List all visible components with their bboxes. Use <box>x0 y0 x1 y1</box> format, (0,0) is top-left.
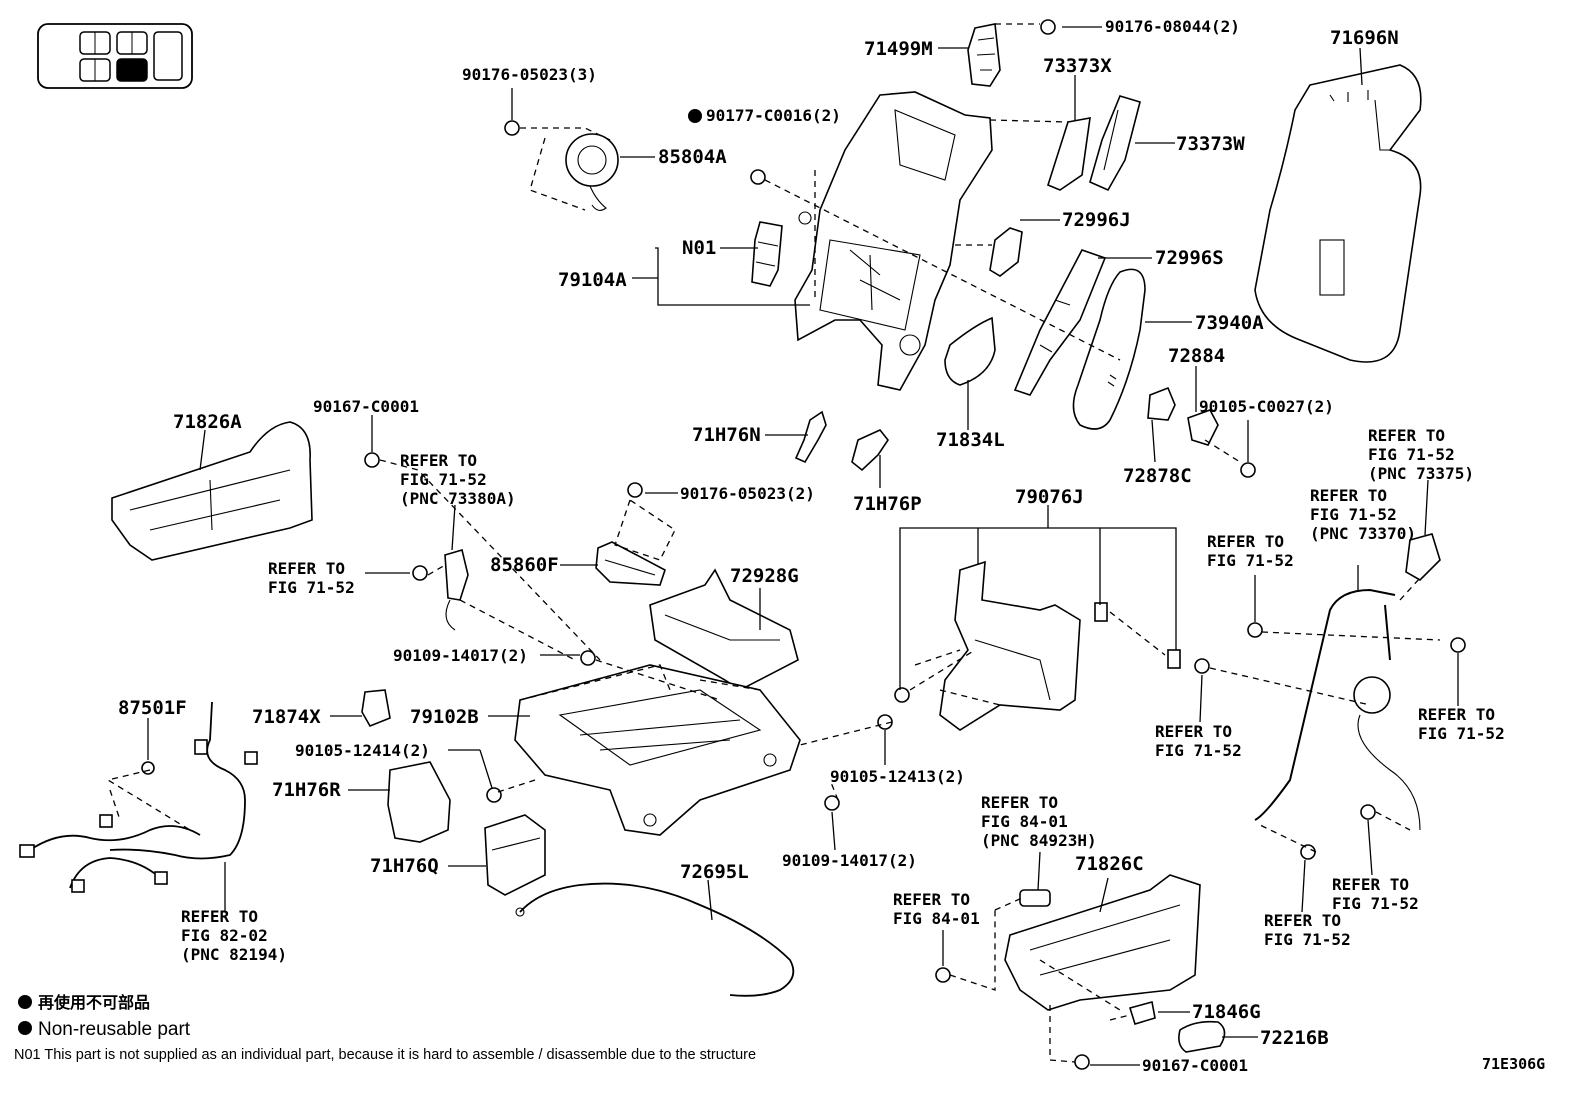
headrest-support-71499M <box>967 23 1001 87</box>
bracket-72878C <box>1147 386 1176 421</box>
wire-harness-87501F <box>19 701 258 893</box>
label-71834L: 71834L <box>936 429 1005 451</box>
label-71H76N: 71H76N <box>692 424 761 446</box>
bracket-71H76N <box>794 410 827 464</box>
label-90176-05023-mid: 90176-05023(2) <box>680 484 815 503</box>
seat-position-key-icon <box>37 23 193 89</box>
cushion-frame-79102B <box>514 664 801 836</box>
label-90109-14017-bot: 90109-14017(2) <box>782 851 917 870</box>
refer-note-84-01: REFER TO FIG 84-01 <box>893 890 980 928</box>
legend-n01: N01 This part is not supplied as an indi… <box>14 1047 756 1063</box>
cover-strip-72996S <box>1013 249 1107 396</box>
recliner-disc-85804A <box>565 133 619 211</box>
label-72695L: 72695L <box>680 861 749 883</box>
refer-note-73370: REFER TO FIG 71-52 (PNC 73370) <box>1310 486 1416 543</box>
label-72996S: 72996S <box>1155 247 1224 269</box>
side-garnish-73373W <box>1089 95 1141 192</box>
legend-dot-en-icon <box>18 1021 32 1035</box>
bracket-72996J <box>989 227 1023 277</box>
label-90105-C0027: 90105-C0027(2) <box>1199 397 1334 416</box>
label-71846G: 71846G <box>1192 1001 1261 1023</box>
seatbelt-assembly <box>1254 533 1441 831</box>
bracket-71H76P <box>851 429 889 472</box>
label-90176-08044: 90176-08044(2) <box>1105 17 1240 36</box>
label-90109-14017-top: 90109-14017(2) <box>393 646 528 665</box>
label-85804A: 85804A <box>658 146 727 168</box>
label-90167-C0001-bot: 90167-C0001 <box>1142 1056 1248 1075</box>
refer-note-71-52-b: REFER TO FIG 71-52 <box>1155 722 1242 760</box>
refer-note-71-52-d: REFER TO FIG 71-52 <box>1332 875 1419 913</box>
cover-71846G <box>1128 1000 1156 1025</box>
side-garnish-73373X <box>1047 117 1091 191</box>
label-85860F: 85860F <box>490 554 559 576</box>
legend-en: Non-reusable part <box>38 1019 191 1040</box>
pad-71H76R <box>387 761 451 843</box>
legend-dot-jp-icon <box>18 995 32 1009</box>
bracket-72884 <box>1187 409 1219 446</box>
fasteners <box>141 19 1466 1070</box>
label-71826C: 71826C <box>1075 853 1144 875</box>
refer-note-73375: REFER TO FIG 71-52 (PNC 73375) <box>1368 426 1474 483</box>
recliner-motor-N01 <box>751 221 783 287</box>
inner-buckle-73380A <box>444 548 469 631</box>
label-87501F: 87501F <box>118 697 187 719</box>
refer-note-71-52-c: REFER TO FIG 71-52 <box>1418 705 1505 743</box>
refer-note-71-52-e: REFER TO FIG 71-52 <box>1264 911 1351 949</box>
label-71H76Q: 71H76Q <box>370 855 439 877</box>
buckle-85860F <box>595 541 666 586</box>
label-79104A: 79104A <box>558 269 627 291</box>
figure-code: 71E306G <box>1482 1055 1545 1073</box>
seat-shield-71826C <box>1004 874 1201 1011</box>
label-79102B: 79102B <box>410 706 479 728</box>
label-90105-12413: 90105-12413(2) <box>830 767 965 786</box>
pad-71834L <box>944 316 996 386</box>
label-90176-05023-top: 90176-05023(3) <box>462 65 597 84</box>
refer-note-82194: REFER TO FIG 82-02 (PNC 82194) <box>181 907 287 964</box>
knob-72216B <box>1178 1020 1226 1053</box>
refer-note-71-52-a: REFER TO FIG 71-52 <box>1207 532 1294 570</box>
label-73373W: 73373W <box>1176 133 1245 155</box>
seatback-frame-79104A <box>794 91 993 391</box>
label-72878C: 72878C <box>1123 465 1192 487</box>
label-90105-12414: 90105-12414(2) <box>295 741 430 760</box>
refer-notes: REFER TO FIG 71-52 (PNC 73380A) REFER TO… <box>181 426 1505 964</box>
label-71H76R: 71H76R <box>272 779 341 801</box>
refer-note-71-52-left: REFER TO FIG 71-52 <box>268 559 355 597</box>
legend: 再使用不可部品 Non-reusable part N01 This part … <box>14 993 1545 1073</box>
label-72996J: 72996J <box>1062 209 1131 231</box>
leader-lines <box>106 23 1459 1066</box>
label-73940A: 73940A <box>1195 312 1264 334</box>
label-71H76P: 71H76P <box>853 493 922 515</box>
part-labels: 90176-08044(2) 71499M 71696N 73373X 9017… <box>118 17 1399 1075</box>
label-72928G: 72928G <box>730 565 799 587</box>
cover-71H76Q <box>484 814 546 896</box>
label-90167-C0001-top: 90167-C0001 <box>313 397 419 416</box>
label-71826A: 71826A <box>173 411 242 433</box>
refer-note-73380A: REFER TO FIG 71-52 (PNC 73380A) <box>400 451 516 508</box>
seatback-pad-71696N <box>1254 64 1422 363</box>
label-71499M: 71499M <box>864 38 933 60</box>
non-reusable-marker-icon <box>688 109 702 123</box>
seat-shield-71826A <box>111 421 313 561</box>
label-90177-C0016: 90177-C0016(2) <box>706 106 841 125</box>
label-72884: 72884 <box>1168 345 1225 367</box>
side-box-72928G <box>649 568 799 691</box>
cover-71874X <box>361 689 391 728</box>
label-71696N: 71696N <box>1330 27 1399 49</box>
back-cover-73940A <box>1072 268 1146 430</box>
side-frame-79076J <box>939 560 1081 731</box>
label-79076J: 79076J <box>1015 486 1084 508</box>
legend-jp: 再使用不可部品 <box>38 993 150 1012</box>
refer-note-84923H: REFER TO FIG 84-01 (PNC 84923H) <box>981 793 1097 850</box>
label-71874X: 71874X <box>252 706 321 728</box>
label-72216B: 72216B <box>1260 1027 1329 1049</box>
label-N01: N01 <box>682 237 716 259</box>
cable-72695L <box>515 882 795 997</box>
label-73373X: 73373X <box>1043 55 1112 77</box>
